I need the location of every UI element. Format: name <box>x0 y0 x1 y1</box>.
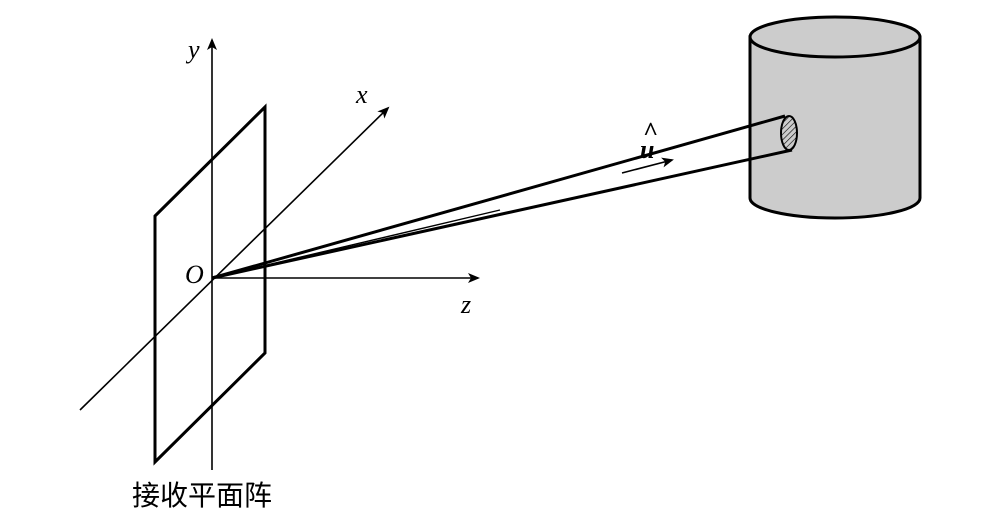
origin-label: O <box>185 260 204 289</box>
signal-beam <box>211 114 793 280</box>
array-caption: 接收平面阵 <box>132 479 272 512</box>
receiving-plane <box>153 103 267 466</box>
direction-vector-label: u <box>640 135 654 164</box>
beam-spot <box>780 115 798 151</box>
direction-vector-hat: ^ <box>643 117 658 146</box>
x-axis-label: x <box>355 80 368 109</box>
cylinder-target <box>748 15 922 220</box>
direction-arrow <box>621 157 674 174</box>
x-axis <box>79 106 390 411</box>
z-axis-label: z <box>460 290 471 319</box>
y-axis-label: y <box>185 35 200 64</box>
